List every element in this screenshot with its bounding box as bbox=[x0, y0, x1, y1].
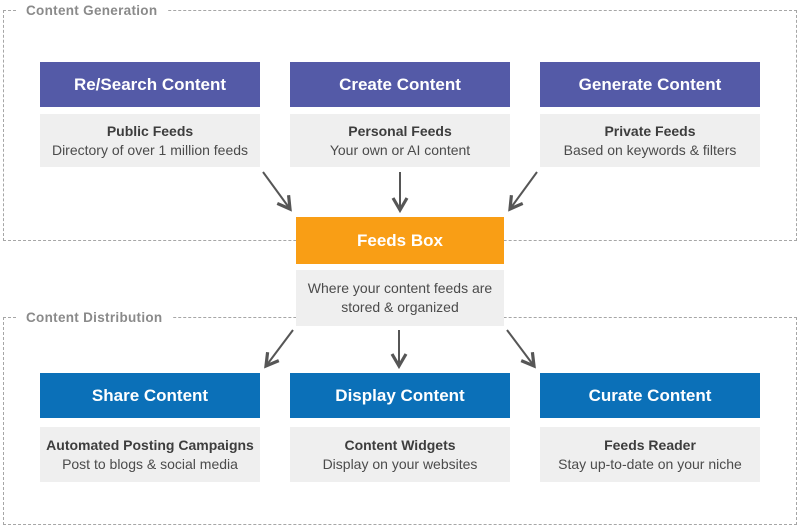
column-research-content: Re/Search Content Public Feeds Directory… bbox=[40, 0, 260, 528]
personal-feeds-title: Personal Feeds bbox=[348, 122, 452, 139]
display-content-header: Display Content bbox=[290, 373, 510, 418]
automated-posting-title: Automated Posting Campaigns bbox=[46, 436, 254, 453]
arrow-feedsbox-to-curate bbox=[506, 329, 536, 369]
feeds-box-description: Where your content feeds are stored & or… bbox=[307, 280, 493, 315]
create-content-header: Create Content bbox=[290, 62, 510, 107]
share-content-description-box: Automated Posting Campaigns Post to blog… bbox=[40, 427, 260, 482]
generate-content-description-box: Private Feeds Based on keywords & filter… bbox=[540, 114, 760, 167]
feeds-box-header: Feeds Box bbox=[296, 217, 504, 264]
content-widgets-title: Content Widgets bbox=[344, 436, 456, 453]
automated-posting-description: Post to blogs & social media bbox=[62, 455, 238, 472]
column-display-content: Display Content Content Widgets Display … bbox=[290, 0, 510, 528]
arrow-public-to-feedsbox bbox=[262, 171, 292, 212]
private-feeds-title: Private Feeds bbox=[604, 122, 696, 139]
column-create-content: Create Content Personal Feeds Your own o… bbox=[290, 0, 510, 528]
column-generate-content: Generate Content Private Feeds Based on … bbox=[540, 0, 760, 528]
arrow-feedsbox-to-share bbox=[264, 329, 294, 369]
generate-content-header: Generate Content bbox=[540, 62, 760, 107]
column-share-content: Share Content Automated Posting Campaign… bbox=[40, 0, 260, 528]
content-widgets-description: Display on your websites bbox=[322, 455, 478, 472]
curate-content-description-box: Feeds Reader Stay up-to-date on your nic… bbox=[540, 427, 760, 482]
share-content-header: Share Content bbox=[40, 373, 260, 418]
curate-content-header: Curate Content bbox=[540, 373, 760, 418]
public-feeds-title: Public Feeds bbox=[106, 122, 194, 139]
public-feeds-description: Directory of over 1 million feeds bbox=[51, 141, 249, 158]
content-distribution-label: Content Distribution bbox=[16, 310, 173, 325]
feeds-box-description-box: Where your content feeds are stored & or… bbox=[296, 270, 504, 326]
create-content-description-box: Personal Feeds Your own or AI content bbox=[290, 114, 510, 167]
personal-feeds-description: Your own or AI content bbox=[329, 141, 471, 158]
research-content-header: Re/Search Content bbox=[40, 62, 260, 107]
column-curate-content: Curate Content Feeds Reader Stay up-to-d… bbox=[540, 0, 760, 528]
feeds-reader-description: Stay up-to-date on your niche bbox=[558, 455, 742, 472]
private-feeds-description: Based on keywords & filters bbox=[563, 141, 737, 158]
arrow-private-to-feedsbox bbox=[508, 171, 538, 212]
display-content-description-box: Content Widgets Display on your websites bbox=[290, 427, 510, 482]
feeds-reader-title: Feeds Reader bbox=[604, 436, 696, 453]
research-content-description-box: Public Feeds Directory of over 1 million… bbox=[40, 114, 260, 167]
content-generation-label: Content Generation bbox=[16, 3, 168, 18]
